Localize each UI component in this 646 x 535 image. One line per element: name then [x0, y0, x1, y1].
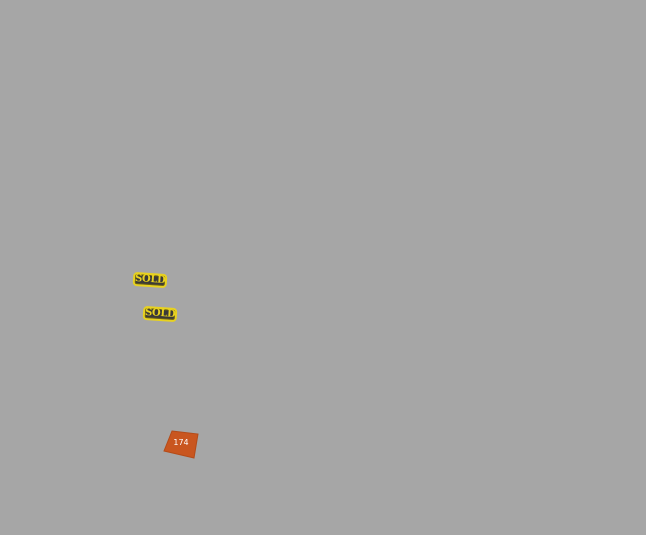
lot-parcel-shape [163, 430, 199, 459]
lot-marker-174[interactable]: 174 [163, 430, 199, 460]
lot-number-label: 174 [173, 438, 189, 447]
sold-marker[interactable]: SOLD [142, 305, 178, 323]
sold-marker[interactable]: SOLD [132, 271, 168, 289]
